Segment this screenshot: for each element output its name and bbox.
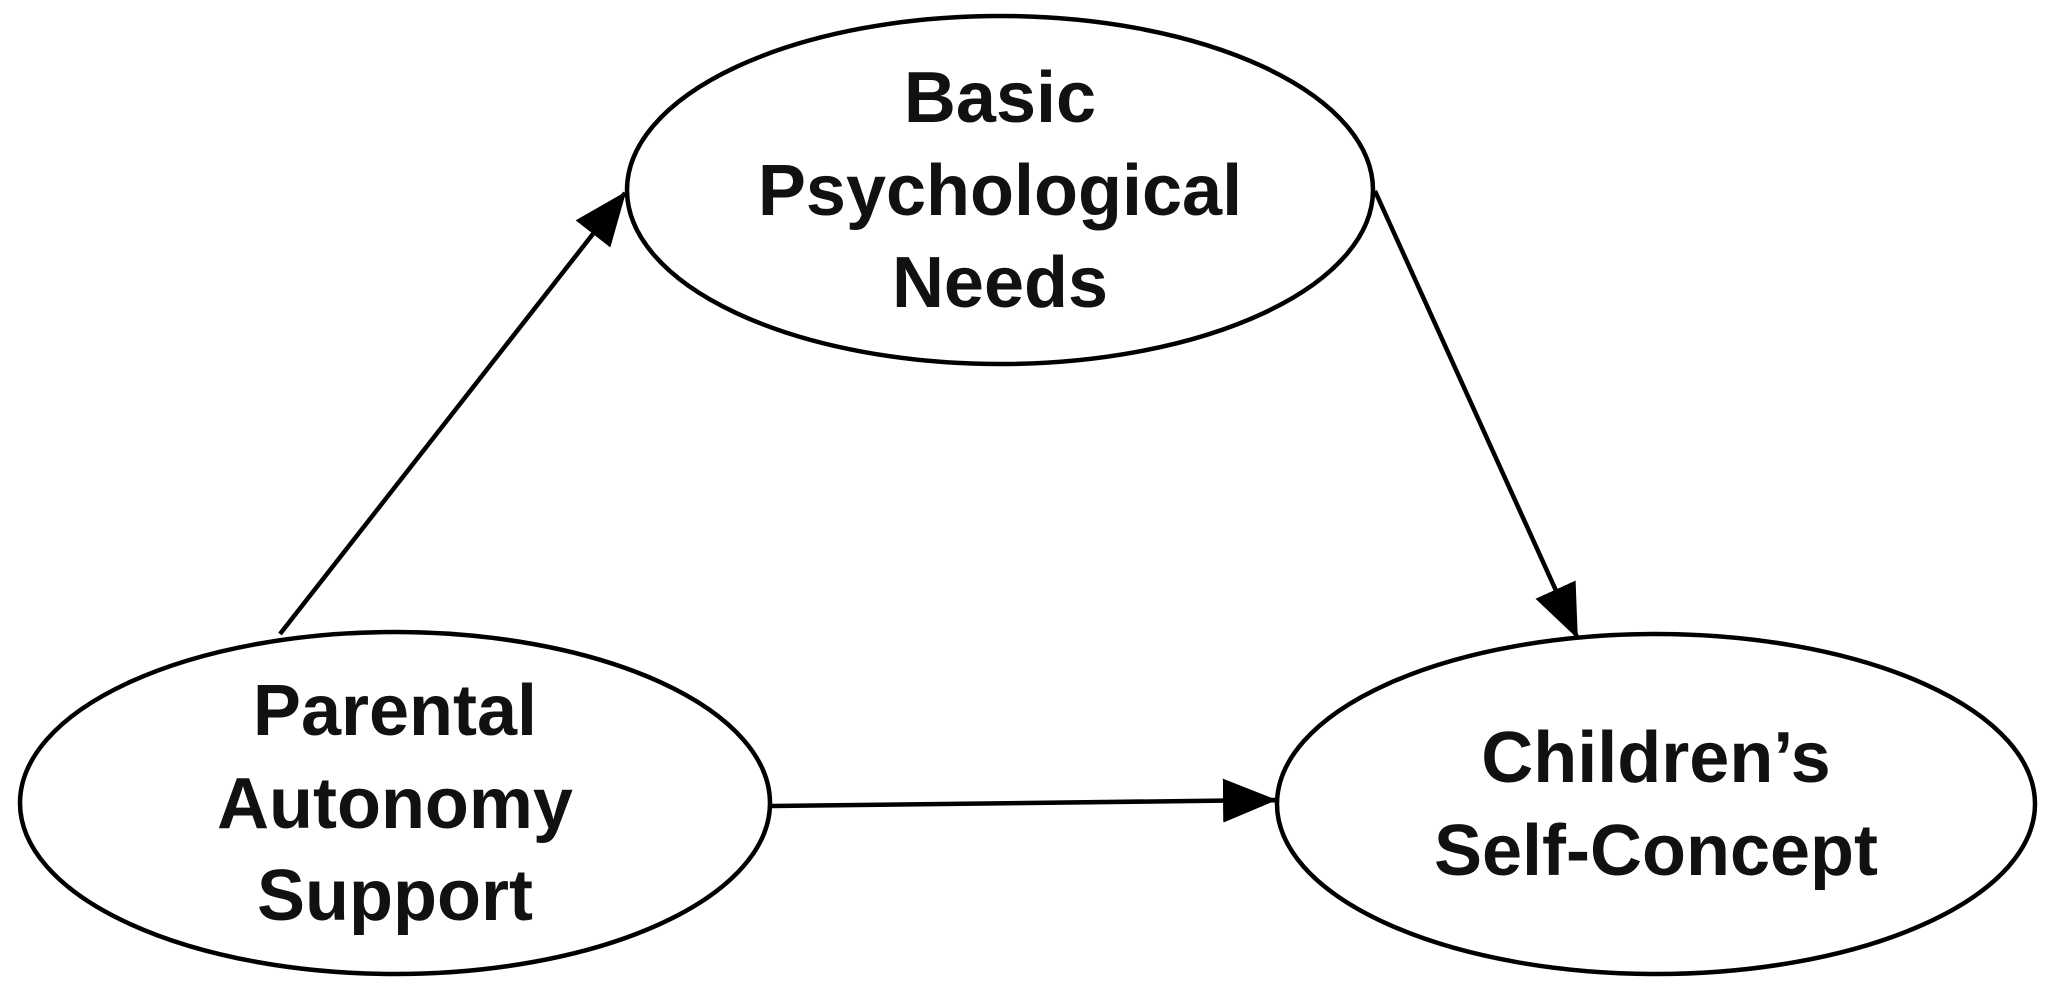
ellipse-basic-psychological-needs <box>624 13 1376 367</box>
arrow-support-to-needs <box>278 191 627 636</box>
arrow-support-to-selfconcept <box>771 778 1277 823</box>
arrow-needs-to-selfconcept <box>1372 190 1580 639</box>
ellipse-childrens-self-concept <box>1274 631 2038 977</box>
ellipse-parental-autonomy-support <box>17 629 773 977</box>
